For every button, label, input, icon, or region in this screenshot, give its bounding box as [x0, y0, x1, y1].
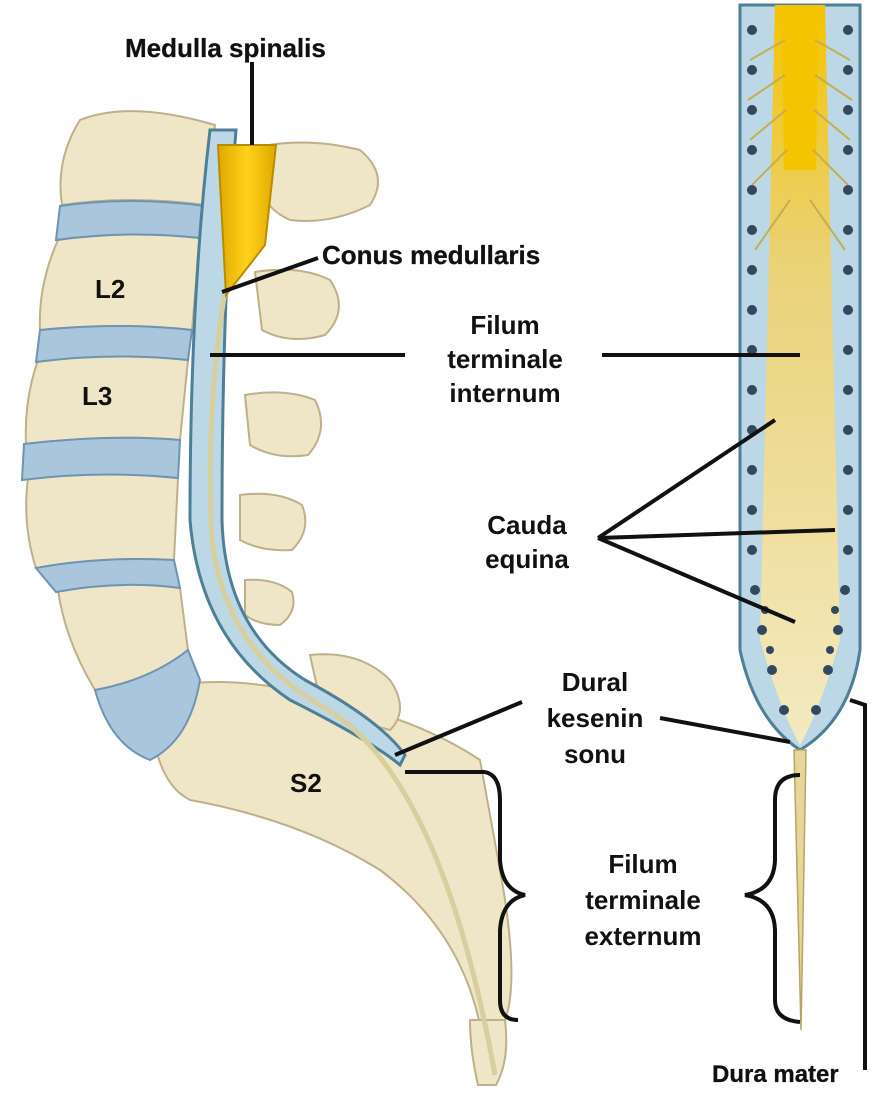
- spinous-process-l2: [255, 270, 339, 339]
- sacrum: [150, 682, 511, 1025]
- label-conus-medullaris: Conus medullaris: [322, 240, 540, 270]
- spinous-process-l5: [245, 580, 294, 625]
- label-filum-externum-line-1: Filum: [548, 846, 738, 882]
- label-medulla-spinalis: Medulla spinalis: [125, 33, 326, 63]
- vertebra-label-s2: S2: [290, 768, 322, 798]
- disc-l1-l2: [56, 201, 205, 240]
- spinous-process-l3: [245, 392, 321, 456]
- spinous-process-l4: [240, 494, 305, 551]
- spinal-cord-right: [782, 5, 818, 170]
- label-filum-internum-line-2: terminale: [410, 342, 600, 376]
- label-cauda-equina: Cauda equina: [462, 508, 592, 576]
- bracket-right-externum: [745, 775, 800, 1022]
- vertebral-body-l4: [26, 474, 178, 568]
- label-filum-internum-line-3: internum: [410, 376, 600, 410]
- vertebral-body-l1: [60, 111, 215, 205]
- label-filum-internum-line-1: Filum: [410, 308, 600, 342]
- label-cauda-line-1: Cauda: [462, 508, 592, 542]
- leader-dura-mater: [850, 700, 865, 1070]
- label-filum-externum-line-2: terminale: [548, 882, 738, 918]
- label-dural-line-2: kesenin: [530, 700, 660, 736]
- label-dural-line-3: sonu: [530, 736, 660, 772]
- label-filum-terminale-internum: Filum terminale internum: [410, 308, 600, 410]
- vertebra-label-l3: L3: [82, 381, 112, 411]
- label-filum-terminale-externum: Filum terminale externum: [548, 846, 738, 954]
- label-dural-line-1: Dural: [530, 664, 660, 700]
- dural-sac-dorsal-view: [740, 5, 860, 1030]
- label-dural-kesenin-sonu: Dural kesenin sonu: [530, 664, 660, 772]
- label-cauda-line-2: equina: [462, 542, 592, 576]
- label-filum-externum-line-3: externum: [548, 918, 738, 954]
- vertebra-label-l2: L2: [95, 274, 125, 304]
- label-dura-mater: Dura mater: [712, 1060, 839, 1090]
- disc-l2-l3: [36, 326, 192, 362]
- disc-l3-l4: [22, 438, 180, 480]
- filum-terminale-externum-strand: [794, 750, 806, 1030]
